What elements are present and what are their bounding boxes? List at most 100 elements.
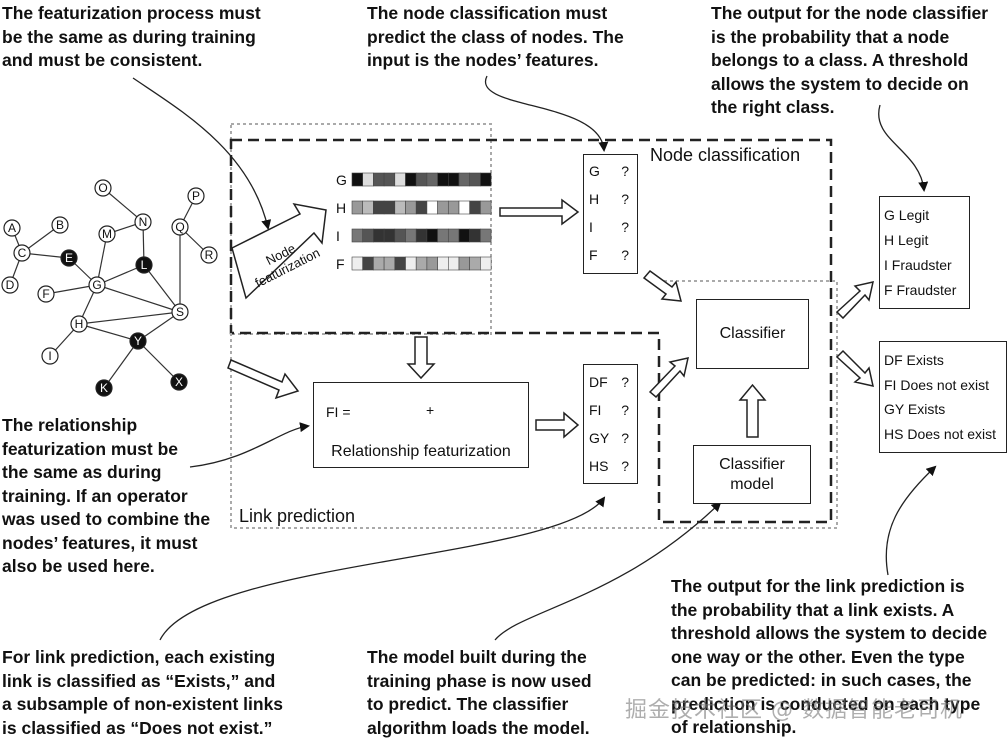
annotation-model: The model built during the training phas… bbox=[367, 647, 592, 738]
graph-edge bbox=[137, 340, 180, 383]
graph-node-label: C bbox=[18, 246, 27, 260]
graph-node-label: H bbox=[75, 317, 84, 331]
link-output-item: HS Does not exist bbox=[884, 425, 997, 442]
relationship-label: Relationship featurization bbox=[331, 443, 511, 460]
link-query-box: DF? FI? GY? HS? bbox=[583, 364, 638, 484]
feature-cell bbox=[437, 256, 449, 271]
feature-cell bbox=[447, 228, 460, 243]
feature-cell bbox=[458, 172, 470, 187]
graph-node: A bbox=[3, 219, 21, 237]
feature-cell bbox=[405, 172, 417, 187]
node-output-item: G Legit bbox=[884, 207, 930, 224]
leader-node-classification bbox=[484, 75, 609, 152]
node-query-box: G? H? I? F? bbox=[583, 154, 638, 274]
classifier-model-box: Classifier model bbox=[693, 445, 811, 504]
feature-cell bbox=[480, 200, 492, 215]
classifier-box: Classifier bbox=[696, 299, 809, 369]
feature-cell bbox=[447, 172, 460, 187]
graph-node: O bbox=[94, 179, 112, 197]
node-output-item: I Fraudster bbox=[884, 256, 952, 273]
graph-node-label: L bbox=[141, 258, 148, 272]
node-output-item: F Fraudster bbox=[884, 281, 957, 298]
graph-node-label: B bbox=[56, 218, 64, 232]
graph-node: E bbox=[60, 249, 78, 267]
graph-node-label: Q bbox=[175, 220, 184, 234]
feature-cell bbox=[383, 228, 396, 243]
feature-cell bbox=[447, 200, 460, 215]
graph-node: Q bbox=[171, 218, 189, 236]
graph-node-label: X bbox=[175, 375, 183, 389]
graph-node: S bbox=[171, 303, 189, 321]
annotation-leaders bbox=[132, 75, 937, 641]
feature-cell bbox=[426, 200, 438, 215]
graph-edge bbox=[78, 323, 139, 342]
graph-node-label: D bbox=[6, 278, 15, 292]
feature-cell bbox=[415, 256, 428, 271]
arrow-to-link-queries bbox=[535, 411, 580, 439]
watermark: 掘金技术社区 @ 数据智能老司机 bbox=[625, 698, 963, 723]
leader-model bbox=[494, 501, 722, 641]
leader-link-output bbox=[885, 465, 937, 576]
feature-cell bbox=[373, 228, 385, 243]
graph-edge bbox=[102, 187, 144, 223]
feature-cell bbox=[415, 200, 428, 215]
graph-node-label: S bbox=[176, 305, 184, 319]
arrow-down-to-relationship bbox=[406, 336, 436, 380]
feature-cell bbox=[383, 172, 396, 187]
feature-cell bbox=[394, 228, 406, 243]
graph-node: R bbox=[200, 246, 218, 264]
leader-featurization bbox=[132, 77, 272, 230]
graph-node-label: E bbox=[65, 251, 73, 265]
graph-edge bbox=[96, 233, 108, 286]
link-prediction-title: Link prediction bbox=[239, 506, 356, 526]
link-output-item: GY Exists bbox=[884, 401, 946, 418]
graph-node-label: F bbox=[42, 287, 49, 301]
feature-cell bbox=[415, 172, 428, 187]
arrow-node-queries-to-classifier bbox=[642, 269, 683, 302]
graph-edge bbox=[96, 284, 181, 313]
node-query-row: G? bbox=[589, 163, 629, 179]
graph-node: H bbox=[70, 315, 88, 333]
feature-cell bbox=[351, 256, 363, 271]
node-output-item: H Legit bbox=[884, 232, 929, 249]
feature-cell bbox=[426, 256, 438, 271]
node-featurization-arrow bbox=[231, 202, 327, 300]
feature-cell bbox=[480, 172, 492, 187]
node-classification-title: Node classification bbox=[650, 145, 801, 165]
feature-cell bbox=[480, 256, 492, 271]
node-query-row: H? bbox=[589, 191, 629, 207]
link-query-row: HS? bbox=[589, 458, 629, 474]
graph-node: Y bbox=[129, 332, 147, 350]
graph-node: P bbox=[187, 187, 205, 205]
arrow-model-to-classifier bbox=[738, 383, 767, 438]
annotation-node-classification: The node classification must predict the… bbox=[367, 3, 624, 70]
feature-cell bbox=[394, 200, 406, 215]
feature-cell bbox=[383, 256, 396, 271]
feature-cell bbox=[351, 200, 363, 215]
feature-cell bbox=[469, 172, 481, 187]
feature-cell bbox=[351, 172, 363, 187]
graph-node-label: I bbox=[48, 349, 51, 363]
fv-label-i: I bbox=[336, 228, 340, 244]
feature-cell bbox=[437, 228, 449, 243]
arrow-link-queries-to-classifier bbox=[648, 357, 689, 399]
relationship-operator: + bbox=[426, 402, 435, 418]
arrow-graph-to-relationship bbox=[227, 358, 300, 400]
link-output-item: DF Exists bbox=[884, 352, 944, 369]
feature-cell bbox=[469, 256, 481, 271]
feature-cell bbox=[415, 228, 428, 243]
feature-cell bbox=[394, 256, 406, 271]
annotation-relationship-featurization: The relationship featurization must be t… bbox=[2, 415, 211, 576]
feature-cell bbox=[458, 256, 470, 271]
link-output-box: DF Exists FI Does not exist GY Exists HS… bbox=[879, 341, 1007, 453]
fv-label-h: H bbox=[336, 200, 347, 216]
feature-cell bbox=[373, 172, 385, 187]
graph-node-label: A bbox=[8, 221, 16, 235]
annotation-link-output: The output for the link prediction is th… bbox=[671, 576, 988, 737]
feature-cell bbox=[458, 200, 470, 215]
leader-relationship bbox=[189, 422, 310, 468]
graph-node-label: K bbox=[100, 381, 108, 395]
feature-cell bbox=[480, 228, 492, 243]
link-prediction-region-border bbox=[230, 280, 838, 529]
